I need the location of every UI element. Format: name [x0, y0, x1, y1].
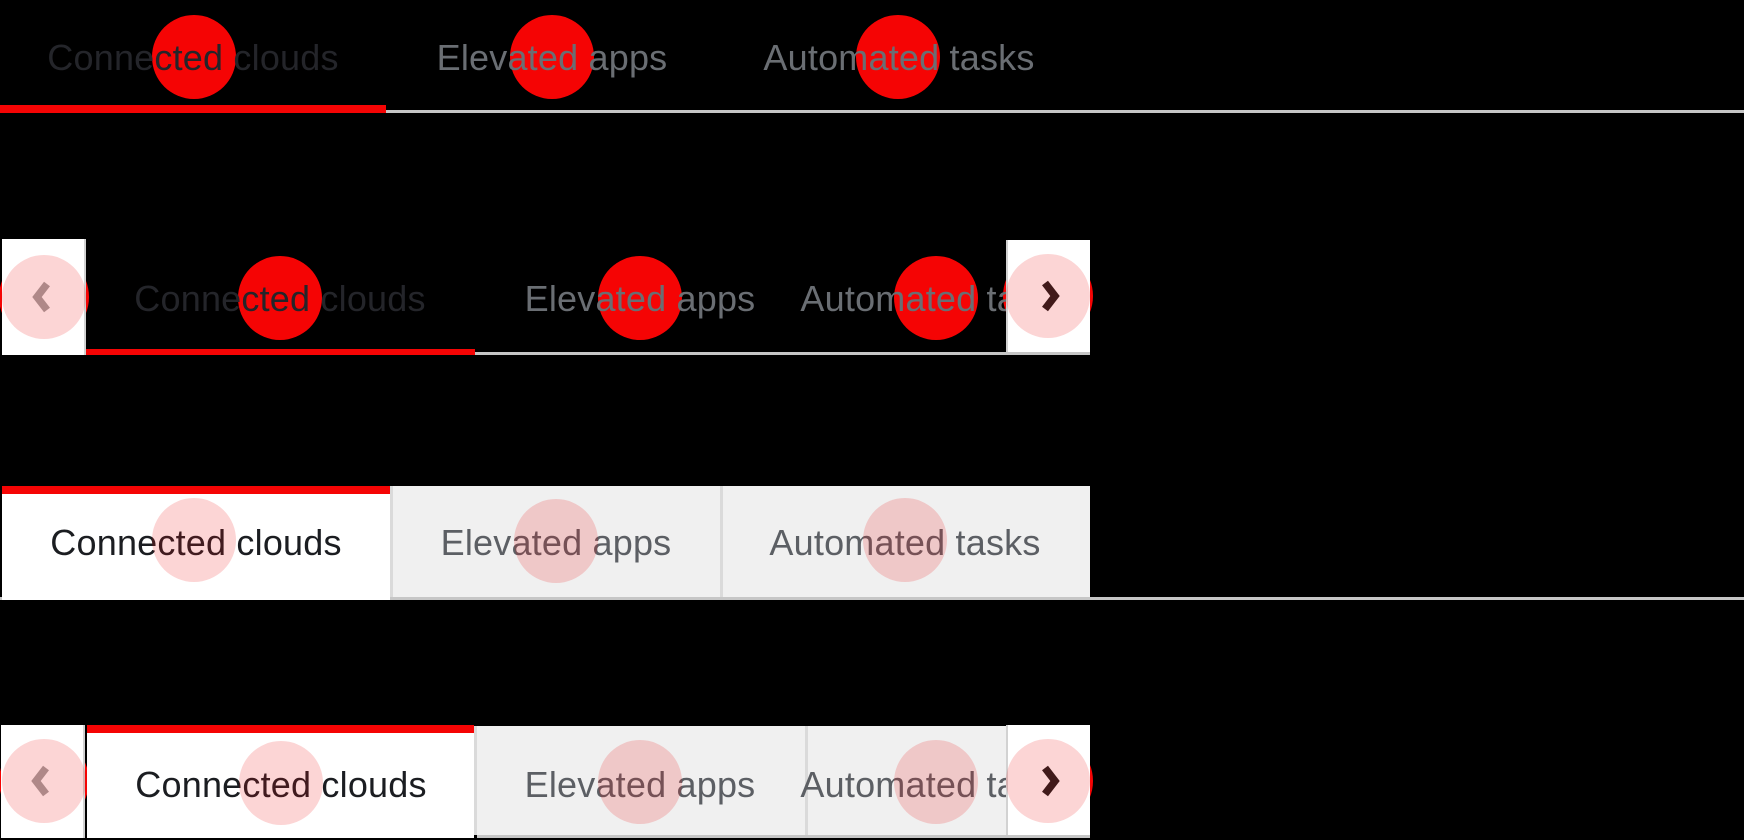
tab-connected-clouds[interactable]	[2, 486, 390, 600]
tab-connected-clouds[interactable]	[87, 725, 474, 838]
hover-indicator	[2, 739, 86, 823]
click-indicator	[152, 15, 236, 99]
tab-automated-tasks-label: Automated tasks	[769, 522, 1041, 563]
tab-automated-tasks[interactable]: Automated tasks	[763, 37, 1035, 78]
underline-scrollable-tabs-row: Connected clouds Elevated apps Automated…	[0, 239, 1093, 356]
hover-indicator	[239, 741, 323, 825]
tabs-scroll-viewport: Connected clouds Elevated apps Automated…	[86, 239, 1006, 356]
click-indicator	[894, 256, 978, 340]
tab-elevated-apps-label: Elevated apps	[440, 522, 672, 563]
hover-indicator	[1006, 739, 1090, 823]
tabs-bottom-border	[477, 835, 1090, 838]
hover-indicator	[514, 499, 598, 583]
scroll-left-button[interactable]	[1, 725, 85, 838]
active-tab-underline	[0, 105, 386, 113]
tab-automated-tasks[interactable]	[720, 486, 1090, 597]
chevron-right-icon	[1042, 280, 1060, 312]
click-indicator	[598, 256, 682, 340]
underline-tabs-row: Connected clouds Elevated apps Automated…	[0, 0, 1744, 117]
click-indicator	[510, 15, 594, 99]
chevron-left-icon	[31, 765, 49, 797]
scroll-left-button[interactable]	[2, 239, 86, 355]
hover-indicator	[1006, 254, 1090, 338]
tab-automated-tasks[interactable]: Automated tasks	[800, 278, 1006, 319]
hover-indicator	[598, 740, 682, 824]
chevron-left-icon	[32, 281, 50, 313]
tab-automated-tasks[interactable]	[805, 726, 1006, 835]
tab-connected-clouds[interactable]: Connected clouds	[47, 37, 339, 78]
tab-elevated-apps[interactable]: Elevated apps	[436, 37, 668, 78]
tabs-scroll-viewport: Connected clouds Elevated apps Automated…	[87, 725, 1006, 838]
box-tabs-row: Connected clouds Elevated apps Automated…	[0, 486, 1744, 600]
scroll-right-button[interactable]	[1006, 725, 1090, 835]
active-tab-top-border	[2, 486, 390, 494]
click-indicator	[856, 15, 940, 99]
hover-indicator	[2, 255, 86, 339]
scroll-right-button[interactable]	[1006, 240, 1090, 352]
tab-connected-clouds-label: Connected clouds	[50, 522, 342, 563]
tab-elevated-apps[interactable]	[474, 726, 805, 835]
tabs-bottom-border	[0, 597, 1744, 600]
hover-indicator	[863, 498, 947, 582]
hover-indicator	[894, 740, 978, 824]
tab-automated-tasks-label: Automated tasks	[800, 764, 1006, 805]
hover-indicator	[152, 498, 236, 582]
tab-elevated-apps[interactable]: Elevated apps	[524, 278, 756, 319]
click-indicator	[238, 256, 322, 340]
active-tab-top-border	[87, 725, 474, 733]
tabs-bottom-border	[475, 352, 1090, 355]
tab-elevated-apps[interactable]	[390, 486, 720, 597]
tab-connected-clouds[interactable]: Connected clouds	[134, 278, 426, 319]
tab-connected-clouds-label: Connected clouds	[135, 764, 427, 805]
tabs-bottom-border	[0, 110, 1744, 113]
tab-elevated-apps-label: Elevated apps	[524, 764, 756, 805]
active-tab-underline	[86, 349, 475, 355]
box-scrollable-tabs-row: Connected clouds Elevated apps Automated…	[0, 725, 1093, 838]
chevron-right-icon	[1042, 765, 1060, 797]
